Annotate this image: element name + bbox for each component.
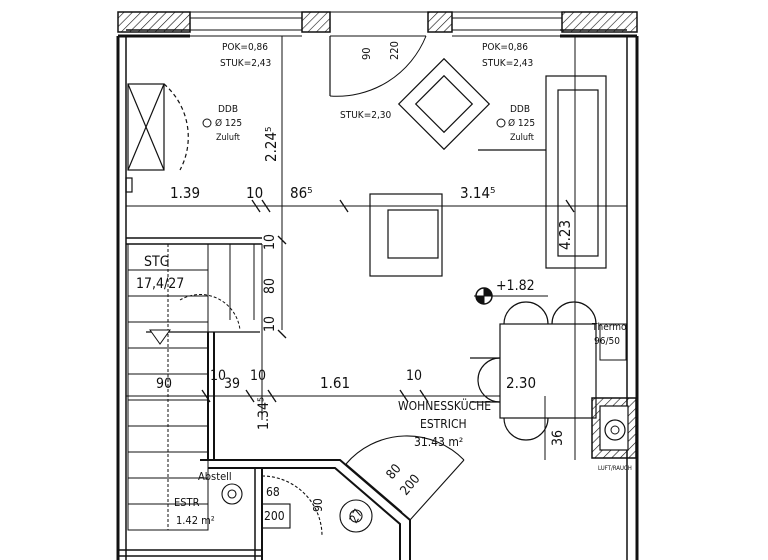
dim-423: 4.23 — [556, 220, 574, 250]
door2-height-dim: 200 — [398, 472, 424, 499]
thermo-size: 96/50 — [594, 336, 620, 347]
dim-865: 86⁵ — [290, 184, 313, 202]
dim-10e: 10 — [250, 368, 266, 384]
window-right-pok: POK=0,86 — [482, 42, 528, 53]
cabinet — [125, 83, 189, 193]
dimension-lines — [126, 36, 627, 460]
window-left-stuk: STUK=2,43 — [220, 58, 271, 69]
dim-90b: 90 — [311, 498, 325, 512]
room-floor: ESTRICH — [420, 417, 467, 431]
stair-ratio: 17,4/27 — [136, 276, 184, 292]
armchair — [369, 193, 443, 277]
vent-right-kind: Zuluft — [510, 133, 534, 143]
door-height-dim: 220 — [388, 41, 401, 60]
level-marker — [474, 287, 548, 305]
vent-right-diameter: Ø 125 — [508, 117, 535, 129]
dim-36: 36 — [550, 430, 566, 446]
door2-width-dim: 80 — [384, 462, 405, 483]
dim-2245: 2.24⁵ — [262, 127, 280, 162]
level-value: +1.82 — [496, 278, 535, 294]
stairs — [127, 243, 262, 531]
dim-3145: 3.14⁵ — [460, 184, 495, 202]
dim-39: 39 — [224, 376, 240, 392]
thermo-label: Thermo — [591, 322, 627, 333]
stove — [591, 397, 637, 459]
door-stuk-label: STUK=2,30 — [340, 110, 392, 121]
window-right-stuk: STUK=2,43 — [482, 58, 533, 69]
dim-80: 80 — [262, 278, 278, 294]
dim-139: 1.39 — [170, 184, 200, 202]
wall-hatch — [117, 11, 638, 33]
dining-table — [470, 301, 597, 441]
sofa — [478, 75, 607, 269]
dim-10f: 10 — [406, 368, 422, 384]
stove-label: LUFT/RAUCH — [598, 465, 632, 472]
dim-1345: 1.34⁵ — [256, 397, 272, 430]
door-width-dim: 90 — [360, 47, 373, 60]
terrace-door — [329, 35, 427, 97]
wc-door-width: 68 — [266, 485, 280, 499]
vent-right — [496, 118, 506, 128]
dim-10d: 10 — [210, 368, 226, 384]
room-name: WOHNESSKÜCHE — [398, 397, 491, 413]
thermo-box — [599, 323, 627, 361]
inner-door — [345, 435, 465, 521]
vent-left-kind: Zuluft — [216, 133, 240, 143]
dim-90: 90 — [156, 376, 172, 392]
dim-161: 1.61 — [320, 374, 350, 392]
wc-door-height: 200 — [264, 509, 285, 523]
wc-name: Abstell — [198, 470, 232, 483]
window-right — [452, 29, 562, 37]
dim-10c: 10 — [262, 316, 278, 332]
stair-label: STG — [144, 254, 169, 270]
dim-27: 27 — [346, 507, 365, 526]
wc-floor: ESTR — [174, 496, 200, 509]
wc-area: 1.42 m² — [176, 514, 215, 527]
dim-10a: 10 — [246, 184, 263, 202]
vent-right-code: DDB — [510, 104, 530, 115]
vent-left-code: DDB — [218, 104, 238, 115]
dim-10b: 10 — [262, 234, 278, 250]
dim-230: 2.30 — [506, 374, 536, 392]
vent-left — [202, 118, 212, 128]
armchair-rotated — [397, 57, 491, 151]
window-left — [190, 29, 302, 37]
window-left-pok: POK=0,86 — [222, 42, 268, 53]
wc-fixtures — [221, 475, 373, 537]
vent-left-diameter: Ø 125 — [215, 117, 242, 129]
